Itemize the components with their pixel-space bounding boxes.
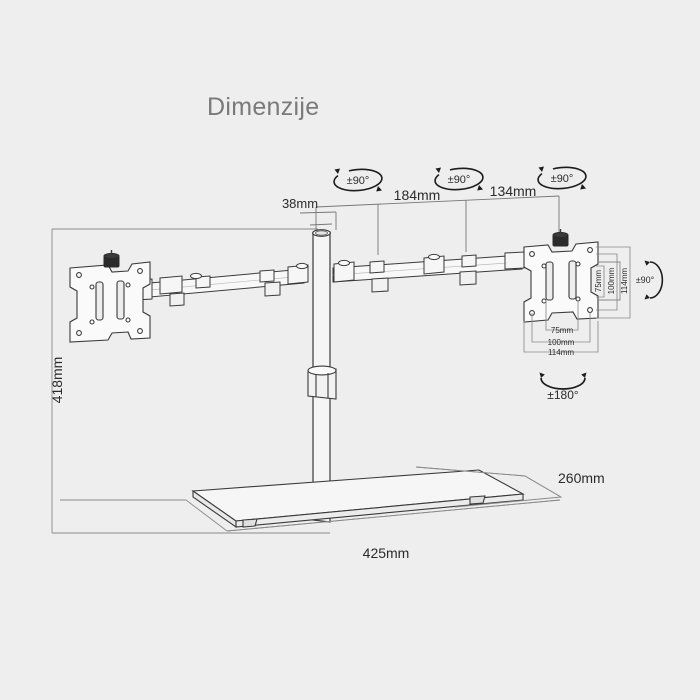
label-rot-top-1: ±90° xyxy=(347,175,370,187)
dimension-top-lines xyxy=(299,195,560,255)
rotation-symbol-1: ±90° xyxy=(333,168,383,192)
label-rot-swivel: ±180° xyxy=(547,388,579,402)
base-plate xyxy=(191,469,525,529)
label-base-width: 425mm xyxy=(363,545,410,561)
left-vesa-knob xyxy=(103,250,120,268)
right-vesa-plate xyxy=(523,241,599,323)
label-base-depth: 260mm xyxy=(558,470,605,486)
right-monitor-outline xyxy=(598,261,621,301)
dimension-base-depth-frame xyxy=(226,466,563,532)
page-title: Dimenzije xyxy=(207,93,320,121)
rotation-symbol-tilt: ±90° xyxy=(636,260,664,300)
rotation-symbol-3: ±90° xyxy=(537,166,587,190)
label-vesa-h-114: 114mm xyxy=(548,348,574,357)
right-vesa-knob xyxy=(552,229,569,247)
label-rot-tilt: ±90° xyxy=(636,275,655,285)
label-vesa-v-114: 114mm xyxy=(620,268,629,294)
rotation-symbol-2: ±90° xyxy=(434,167,484,191)
label-rot-top-2: ±90° xyxy=(448,174,471,186)
label-vesa-v-100: 100mm xyxy=(607,267,616,294)
left-vesa-plate xyxy=(69,261,151,343)
vesa-dimension-lines xyxy=(523,246,631,353)
label-height: 418mm xyxy=(49,357,65,404)
rotation-symbol-swivel: ±180° xyxy=(539,372,587,402)
label-vesa-h-100: 100mm xyxy=(548,338,575,347)
monitor-arm-assembly xyxy=(135,251,525,307)
label-arm-right: 134mm xyxy=(490,183,537,199)
dimension-height-418 xyxy=(51,228,330,534)
label-vesa-h-75: 75mm xyxy=(551,326,574,335)
pole-collar xyxy=(307,365,337,400)
label-vesa-v-75: 75mm xyxy=(594,270,603,293)
label-rot-top-3: ±90° xyxy=(551,173,574,185)
label-pole-diameter: 38mm xyxy=(282,196,318,211)
label-arm-left: 184mm xyxy=(394,187,441,203)
